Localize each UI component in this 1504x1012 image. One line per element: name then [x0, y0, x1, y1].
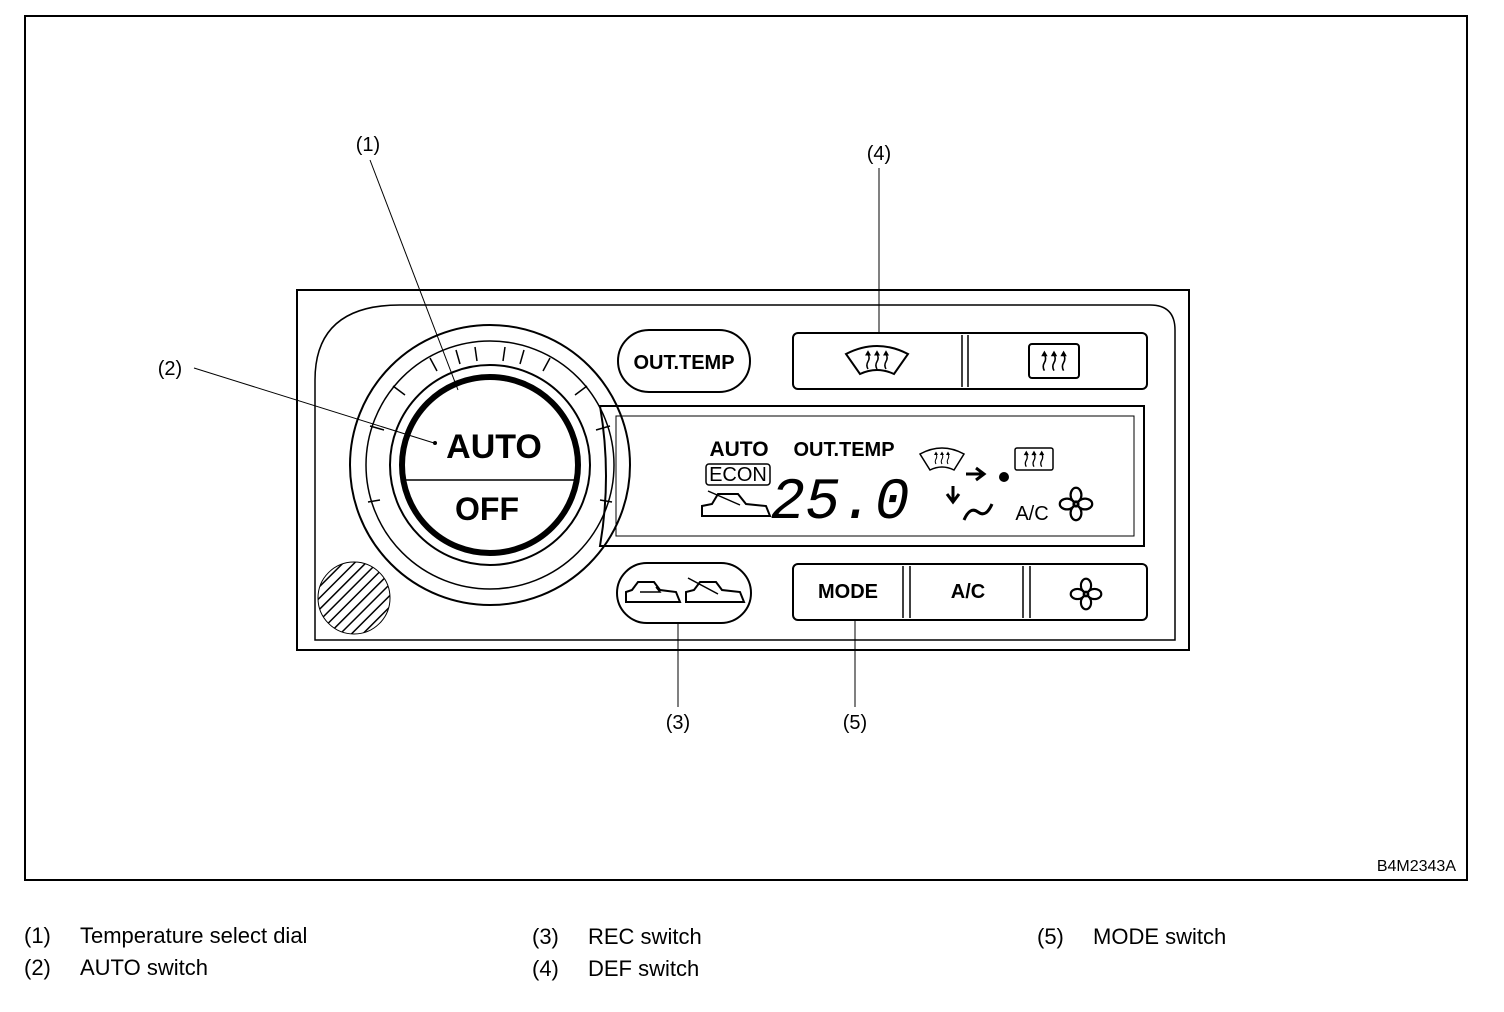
- callout-4-label: (4): [867, 143, 891, 165]
- ac-button-label: A/C: [951, 581, 985, 603]
- callout-1: (1): [356, 134, 459, 391]
- dial-off-label: OFF: [455, 491, 519, 527]
- display-out-temp: OUT.TEMP: [793, 439, 894, 461]
- dial-auto-label: AUTO: [446, 428, 542, 466]
- air-flow-icon: [962, 503, 994, 521]
- callout-3: (3): [666, 622, 690, 734]
- ac-button[interactable]: A/C: [951, 581, 985, 603]
- recirculation-button-icon: [625, 581, 682, 603]
- callout-1-label: (1): [356, 134, 380, 156]
- display-fan-icon: [1058, 486, 1094, 522]
- callout-3-label: (3): [666, 712, 690, 734]
- display-rear-defroster-icon: [1014, 447, 1054, 471]
- air-flow-down-icon: [945, 486, 961, 505]
- legend-column-2: (3)REC switch (4)DEF switch: [532, 921, 702, 985]
- mode-button[interactable]: MODE: [818, 581, 878, 603]
- callout-5: (5): [843, 620, 867, 734]
- control-panel: [296, 289, 1190, 651]
- auto-off-switch[interactable]: AUTO OFF: [399, 374, 581, 556]
- front-defroster-icon: [844, 345, 910, 376]
- def-switch[interactable]: [792, 332, 1148, 390]
- legend-item: (4)DEF switch: [532, 956, 700, 981]
- legend-item: (2)AUTO switch: [24, 955, 208, 980]
- display-ac: A/C: [1015, 503, 1048, 525]
- display-temperature: 25.0: [770, 471, 909, 536]
- callout-4: (4): [867, 143, 891, 333]
- sensor-grille: [317, 561, 391, 635]
- legend-item: (5)MODE switch: [1037, 924, 1227, 949]
- mode-button-label: MODE: [818, 581, 878, 603]
- legend-column-1: (1)Temperature select dial (2)AUTO switc…: [24, 920, 307, 984]
- display-front-defroster-icon: [918, 447, 966, 471]
- figure-code: B4M2343A: [1376, 858, 1456, 875]
- display-auto: AUTO: [709, 438, 768, 461]
- callout-2-label: (2): [158, 358, 182, 380]
- figure-frame: [24, 15, 1468, 881]
- legend-item: (3)REC switch: [532, 924, 702, 949]
- rec-switch[interactable]: [616, 562, 752, 624]
- mode-switch-group: [792, 563, 1148, 621]
- legend-item: (1)Temperature select dial: [24, 923, 308, 948]
- rear-defroster-icon: [1028, 343, 1080, 379]
- legend-column-3: (5)MODE switch: [1037, 921, 1226, 953]
- out-temp-button[interactable]: OUT.TEMP: [617, 329, 751, 393]
- recirculation-icon: [701, 490, 772, 517]
- display-econ: ECON: [709, 464, 767, 486]
- callout-2: (2): [158, 358, 437, 445]
- lcd-display: AUTO ECON OUT.TEMP 25.0 A/C: [598, 405, 1145, 547]
- display-dot: [999, 472, 1009, 482]
- out-temp-button-label: OUT.TEMP: [633, 352, 734, 374]
- callout-5-label: (5): [843, 712, 867, 734]
- display-arrow-icon: [966, 466, 987, 482]
- fresh-air-icon: [685, 577, 746, 603]
